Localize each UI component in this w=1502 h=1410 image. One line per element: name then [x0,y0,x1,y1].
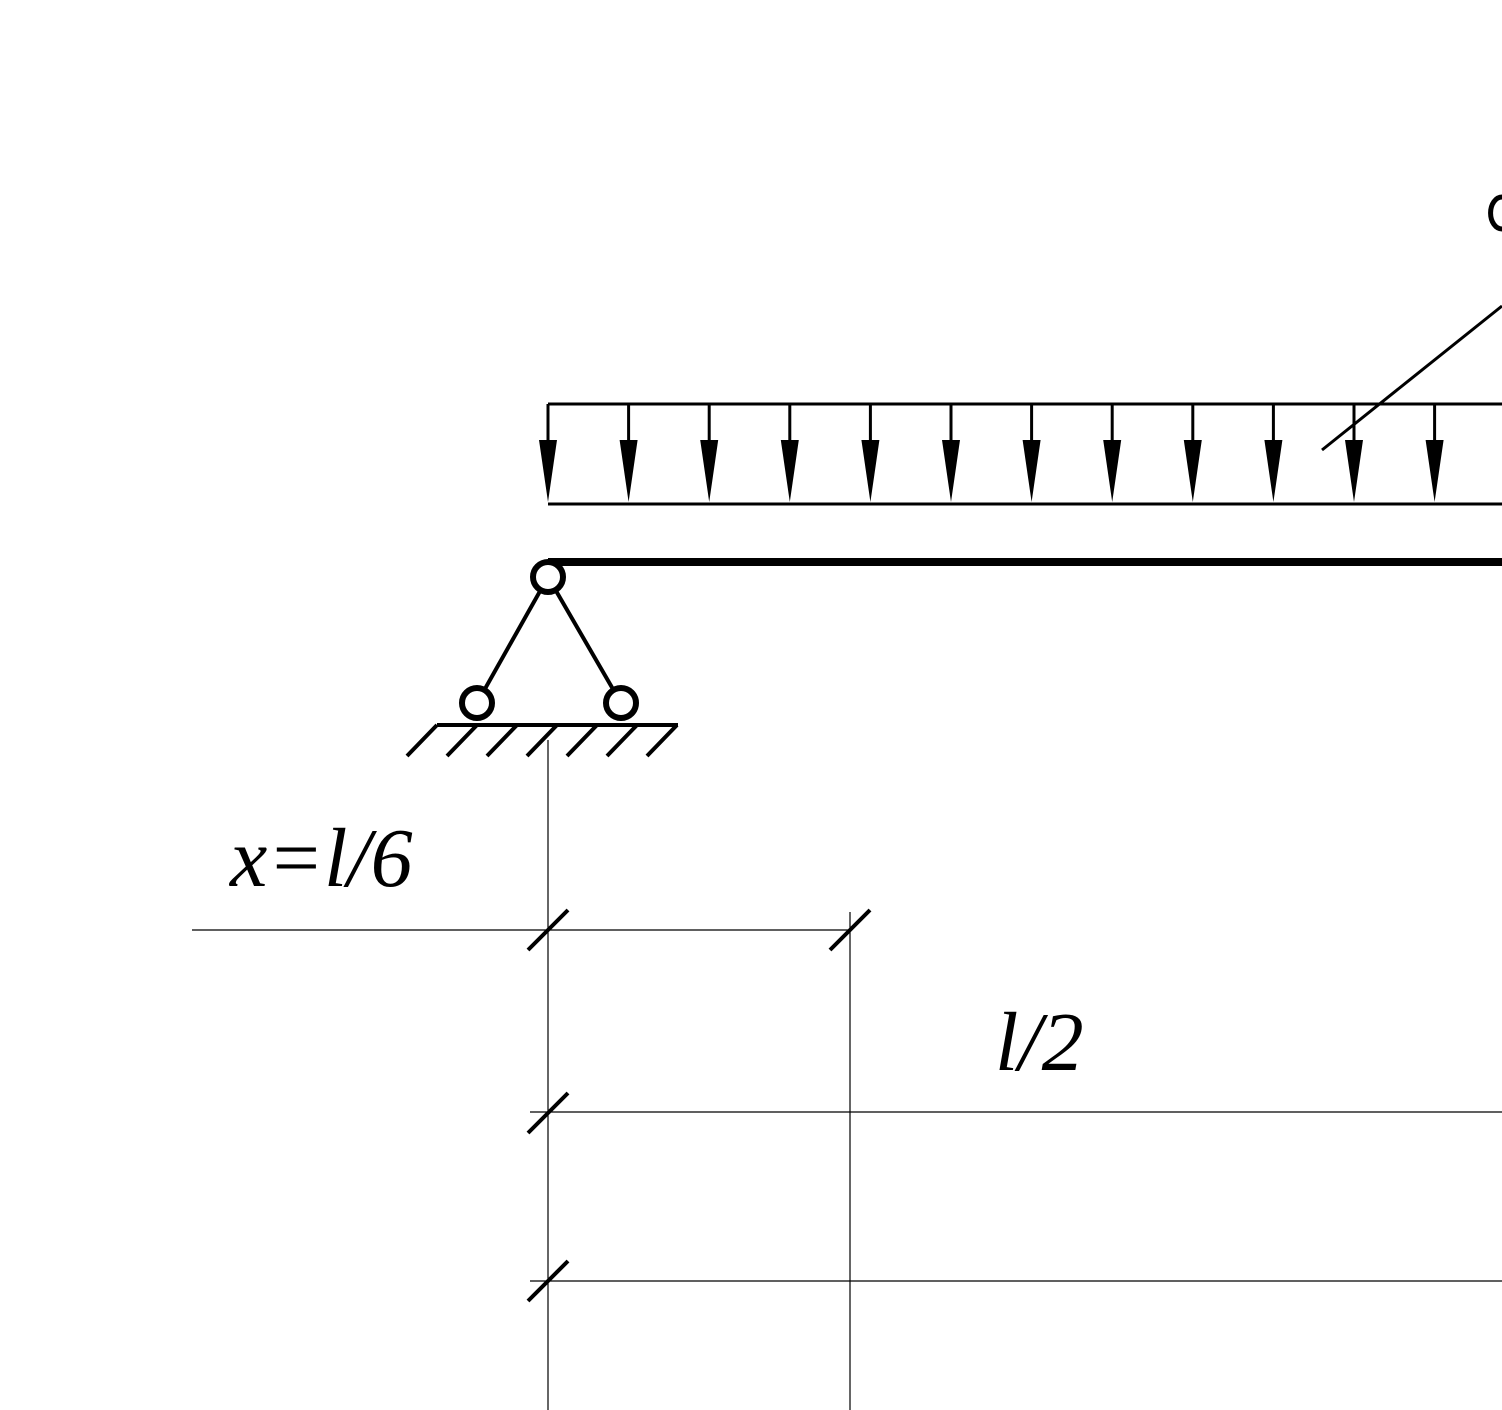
tick-lower-start [526,1259,570,1303]
leader-line [1321,304,1502,452]
load-arrows [539,404,1444,502]
tick-half-span-start [526,1091,570,1135]
distributed-load [539,402,1502,506]
tick-x-end [828,908,872,952]
pin-support [405,559,679,758]
dimension-ticks [526,908,872,1303]
load-arrow-head [1345,440,1363,502]
load-arrow-head [700,440,719,502]
load-arrow-head [1425,440,1444,502]
load-arrow-head [1183,440,1202,502]
ground-hatch-line [405,723,439,758]
ground-hatching [405,723,679,758]
ground-hatch-line [605,723,639,758]
load-arrow-head [539,440,557,502]
ground-hatch-line [485,723,519,758]
cropped-label-fragment [1488,194,1502,232]
load-arrow-head [619,440,638,502]
load-arrow-head [780,440,799,502]
support-hinge-left [459,685,495,721]
load-arrow-head [942,440,960,502]
ground-hatch-line [645,723,679,758]
label-x-position: x=l/6 [228,812,413,905]
dimension-lines [192,740,1502,1410]
load-arrow-head [1264,440,1283,502]
support-hinge-top [530,559,566,595]
label-half-span: l/2 [995,996,1084,1089]
tick-x-start [526,908,570,952]
load-arrow-head [1022,440,1041,502]
ground-hatch-line [445,723,479,758]
load-arrow-head [861,440,880,502]
ground-hatch-line [525,723,559,758]
ground-hatch-line [565,723,599,758]
support-strut-right [546,575,623,705]
support-hinge-right [603,685,639,721]
load-arrow-head [1103,440,1122,502]
support-strut-left [475,576,550,704]
